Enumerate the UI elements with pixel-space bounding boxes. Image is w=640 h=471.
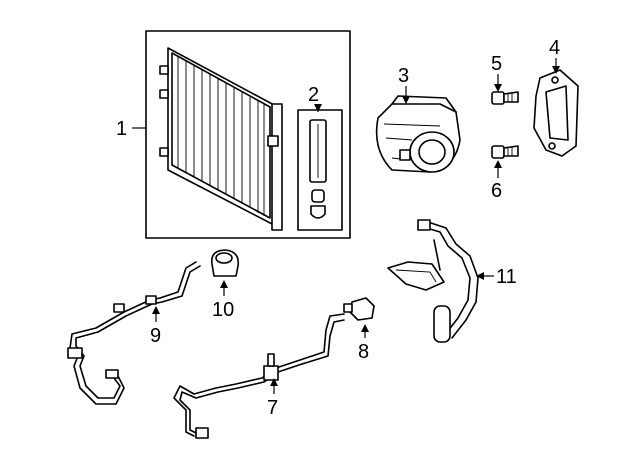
bolt-lower-head [491,145,505,159]
condenser-fin-lines [177,56,265,216]
hose-9-main-outer [75,265,201,399]
compressor-top [391,95,457,113]
valve-8: 8 [343,297,375,363]
hose-9-main [69,261,197,405]
callout-9: 9 [150,325,161,347]
compressor-port [399,149,411,161]
callout-1: 1 [116,118,127,140]
condenser-fitting [267,135,279,147]
condenser-bracket-lower [159,147,169,157]
bolt-lower-shank [503,145,519,157]
hose-11-fitting [417,219,431,231]
bolt-lower: 6 [491,145,519,202]
suction-hose: 11 [387,219,517,343]
hose-11-bracket [387,261,445,291]
valve-8-body [349,297,375,321]
condenser-side-tank [271,103,283,231]
hose-7-main [173,313,345,437]
callout-4: 4 [549,37,560,59]
hose-7-port [267,353,275,367]
compressor: 3 [375,65,461,173]
callout-8: 8 [358,341,369,363]
hose-9-fitting-b [67,347,83,359]
hose-11-main-outer [427,221,479,339]
liquid-line: 7 [173,313,345,439]
hose-9-clamp [145,295,157,305]
hose-7-main-outer [179,319,345,435]
callout-10: 10 [212,299,234,321]
compressor-bracket: 4 [533,37,579,157]
hose-7-connector [263,365,279,381]
valve-8-cap [343,303,353,313]
bracket-inner [545,85,569,141]
hose-11-muffler [433,305,451,343]
condenser-bracket-upper [159,65,169,75]
condenser-group-box [145,30,351,239]
condenser-bracket-mid [159,89,169,99]
callout-5: 5 [491,53,502,75]
callout-7: 7 [267,397,278,419]
callout-3: 3 [398,65,409,87]
callout-2: 2 [308,84,319,106]
callout-11: 11 [496,266,517,288]
drier-plug [311,189,325,203]
drier-group-box [297,109,343,231]
discharge-hose: 9 [67,261,201,405]
drier-cap [310,205,326,219]
drier-group: 2 [297,84,343,231]
hose-7-end-fitting [195,427,209,439]
callout-6: 6 [491,180,502,202]
hose-9-fitting-c [105,369,119,379]
hose-9-fitting-a [113,303,125,313]
condenser-group: 1 [116,30,351,239]
condenser-core [167,47,277,227]
bolt-upper-head [491,91,505,105]
bolt-upper-shank [503,91,519,103]
hose-11-main [419,225,471,337]
bolt-upper: 5 [491,53,519,105]
condenser-fins [171,52,271,219]
pressure-switch-10: 10 [210,249,240,321]
compressor-pulley-hub [418,139,446,165]
compressor-clutch [409,131,455,173]
